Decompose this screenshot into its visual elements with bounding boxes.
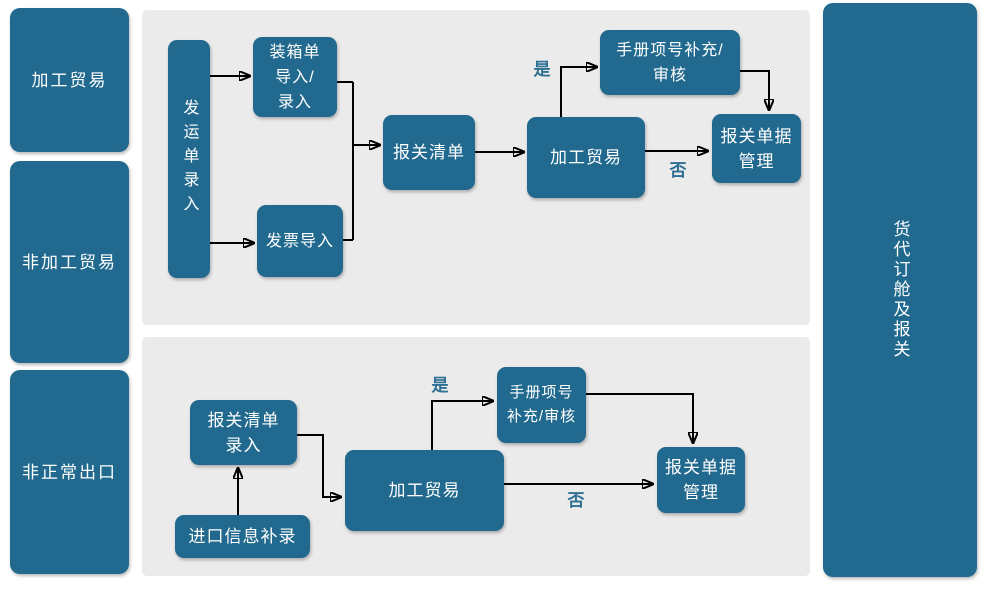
node-processing-trade-decision-top: 加工贸易: [527, 117, 645, 198]
lane-freight-booking-customs: 货代订舱及报关: [823, 3, 977, 577]
node-manual-item-supplement-review-bottom: 手册项号 补充/审核: [497, 367, 586, 443]
node-invoice-import: 发票导入: [257, 205, 343, 277]
label-no-bottom: 否: [567, 491, 585, 510]
node-shipping-note-entry: 发运单录入: [168, 40, 210, 278]
label-no-top: 否: [669, 161, 687, 180]
node-customs-declaration-list: 报关清单: [383, 115, 475, 190]
lane-processing-trade: 加工贸易: [10, 8, 129, 152]
label-yes-top: 是: [533, 60, 551, 79]
node-customs-document-management-bottom: 报关单据 管理: [657, 447, 745, 513]
node-customs-list-entry: 报关清单 录入: [190, 400, 297, 465]
label-yes-bottom: 是: [431, 376, 449, 395]
node-customs-document-management-top: 报关单据 管理: [712, 114, 801, 183]
node-packing-list-import: 装箱单 导入/ 录入: [253, 37, 337, 117]
node-import-info-supplement: 进口信息补录: [175, 515, 310, 558]
node-processing-trade-decision-bottom: 加工贸易: [345, 450, 504, 531]
lane-non-processing-trade: 非加工贸易: [10, 161, 129, 363]
node-manual-item-supplement-review-top: 手册项号补充/ 审核: [600, 30, 740, 95]
lane-abnormal-export: 非正常出口: [10, 370, 129, 574]
